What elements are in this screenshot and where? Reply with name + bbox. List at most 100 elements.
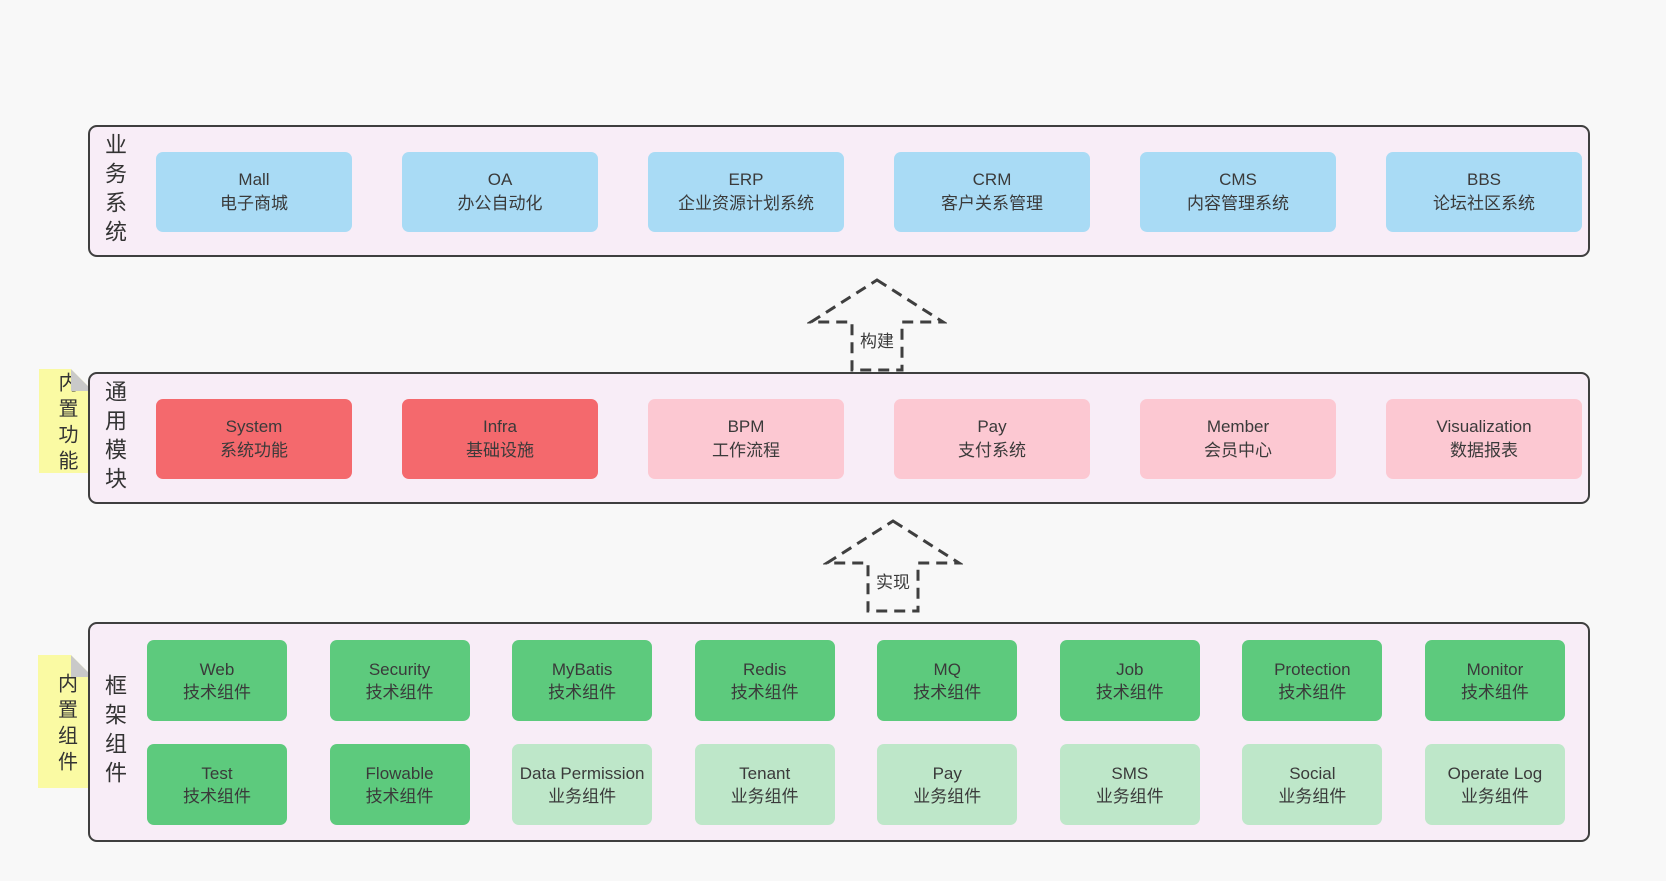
box-title: Test [201, 763, 233, 783]
box-subtitle: 业务组件 [913, 786, 982, 806]
box-web: Web 技术组件 [147, 640, 287, 721]
box-title: Protection [1274, 659, 1351, 679]
box-monitor: Monitor 技术组件 [1424, 640, 1565, 721]
sticky-note-text: 内置组件 [54, 672, 77, 777]
box-protection: Protection 技术组件 [1242, 640, 1383, 721]
box-title: System [225, 417, 283, 436]
box-subtitle: 工作流程 [712, 441, 780, 460]
box-title: SMS [1111, 763, 1149, 783]
box-subtitle: 办公自动化 [457, 194, 543, 213]
box-title: Security [368, 659, 431, 679]
box-subtitle: 技术组件 [730, 682, 799, 702]
box-subtitle: 会员中心 [1204, 441, 1272, 460]
framework-box-row-2: Test 技术组件 Flowable 技术组件 Data Permission … [147, 744, 1565, 825]
box-title: CMS [1219, 170, 1257, 189]
box-test: Test 技术组件 [147, 744, 287, 825]
box-subtitle: 客户关系管理 [941, 194, 1043, 213]
band-label: 业务系统 [102, 133, 127, 249]
box-data-permission: Data Permission 业务组件 [512, 744, 653, 825]
box-title: BBS [1466, 170, 1502, 189]
box-sms: SMS 业务组件 [1059, 744, 1200, 825]
box-title: Tenant [739, 763, 791, 783]
box-pay-component: Pay 业务组件 [877, 744, 1018, 825]
box-title: Pay [977, 417, 1007, 436]
box-subtitle: 论坛社区系统 [1433, 194, 1535, 213]
box-redis: Redis 技术组件 [694, 640, 835, 721]
business-box-row: Mall 电子商城 OA 办公自动化 ERP 企业资源计划系统 CRM 客户关系… [156, 152, 1582, 232]
box-subtitle: 企业资源计划系统 [678, 194, 814, 213]
framework-box-row-1: Web 技术组件 Security 技术组件 MyBatis 技术组件 Redi… [147, 640, 1565, 721]
box-bpm: BPM 工作流程 [648, 399, 844, 479]
box-title: BPM [727, 417, 765, 436]
box-title: Web [199, 659, 235, 679]
box-flowable: Flowable 技术组件 [329, 744, 470, 825]
box-mybatis: MyBatis 技术组件 [512, 640, 653, 721]
box-title: CRM [972, 170, 1012, 189]
box-subtitle: 技术组件 [1460, 682, 1529, 702]
box-subtitle: 技术组件 [365, 786, 434, 806]
box-visualization: Visualization 数据报表 [1386, 399, 1582, 479]
implement-arrow-label: 实现 [873, 568, 913, 593]
sticky-note-text: 内置功能 [55, 372, 77, 476]
implement-arrow: 实现 [823, 518, 963, 614]
box-title: Mall [238, 170, 270, 189]
box-mq: MQ 技术组件 [877, 640, 1018, 721]
box-title: Pay [932, 763, 962, 783]
box-subtitle: 业务组件 [548, 786, 617, 806]
sticky-note-builtin-components: 内置组件 [38, 655, 93, 788]
build-arrow-label: 构建 [857, 327, 897, 352]
box-cms: CMS 内容管理系统 [1140, 152, 1336, 232]
box-subtitle: 技术组件 [183, 786, 251, 806]
box-subtitle: 支付系统 [958, 441, 1026, 460]
box-title: OA [487, 170, 513, 189]
box-subtitle: 技术组件 [365, 682, 434, 702]
box-title: Operate Log [1447, 763, 1543, 783]
box-title: MQ [933, 659, 961, 679]
modules-box-row: System 系统功能 Infra 基础设施 BPM 工作流程 Pay 支付系统… [156, 399, 1582, 479]
up-block-arrow-icon [807, 278, 947, 372]
box-subtitle: 业务组件 [1278, 786, 1347, 806]
box-title: Flowable [365, 763, 434, 783]
box-subtitle: 技术组件 [1095, 682, 1164, 702]
box-title: Redis [742, 659, 787, 679]
box-title: Monitor [1466, 659, 1524, 679]
box-subtitle: 基础设施 [466, 441, 534, 460]
box-erp: ERP 企业资源计划系统 [648, 152, 844, 232]
box-subtitle: 业务组件 [730, 786, 799, 806]
box-subtitle: 内容管理系统 [1187, 194, 1289, 213]
sticky-note-builtin-features: 内置功能 [39, 369, 93, 473]
up-block-arrow-icon [823, 519, 963, 613]
box-title: Data Permission [519, 763, 645, 783]
box-title: Member [1206, 417, 1270, 436]
box-social: Social 业务组件 [1242, 744, 1383, 825]
box-title: Visualization [1436, 417, 1532, 436]
box-title: MyBatis [551, 659, 613, 679]
box-subtitle: 业务组件 [1460, 786, 1529, 806]
build-arrow: 构建 [807, 277, 947, 373]
box-crm: CRM 客户关系管理 [894, 152, 1090, 232]
band-framework-components: 框架组件 Web 技术组件 Security 技术组件 MyBatis 技术组件… [88, 622, 1590, 842]
box-title: Infra [482, 417, 518, 436]
box-subtitle: 技术组件 [913, 682, 982, 702]
box-title: Social [1289, 763, 1336, 783]
box-subtitle: 技术组件 [1278, 682, 1347, 702]
box-subtitle: 数据报表 [1450, 441, 1518, 460]
box-subtitle: 电子商城 [220, 194, 288, 213]
box-operate-log: Operate Log 业务组件 [1424, 744, 1565, 825]
box-bbs: BBS 论坛社区系统 [1386, 152, 1582, 232]
box-security: Security 技术组件 [329, 640, 470, 721]
box-member: Member 会员中心 [1140, 399, 1336, 479]
box-title: Job [1116, 659, 1144, 679]
box-tenant: Tenant 业务组件 [694, 744, 835, 825]
box-title: ERP [728, 170, 764, 189]
box-subtitle: 业务组件 [1095, 786, 1164, 806]
box-oa: OA 办公自动化 [402, 152, 598, 232]
box-pay-module: Pay 支付系统 [894, 399, 1090, 479]
box-job: Job 技术组件 [1059, 640, 1200, 721]
box-subtitle: 技术组件 [548, 682, 617, 702]
box-system: System 系统功能 [156, 399, 352, 479]
band-label: 框架组件 [102, 674, 127, 790]
box-subtitle: 技术组件 [183, 682, 251, 702]
band-common-modules: 通用模块 System 系统功能 Infra 基础设施 BPM 工作流程 Pay… [88, 372, 1590, 504]
